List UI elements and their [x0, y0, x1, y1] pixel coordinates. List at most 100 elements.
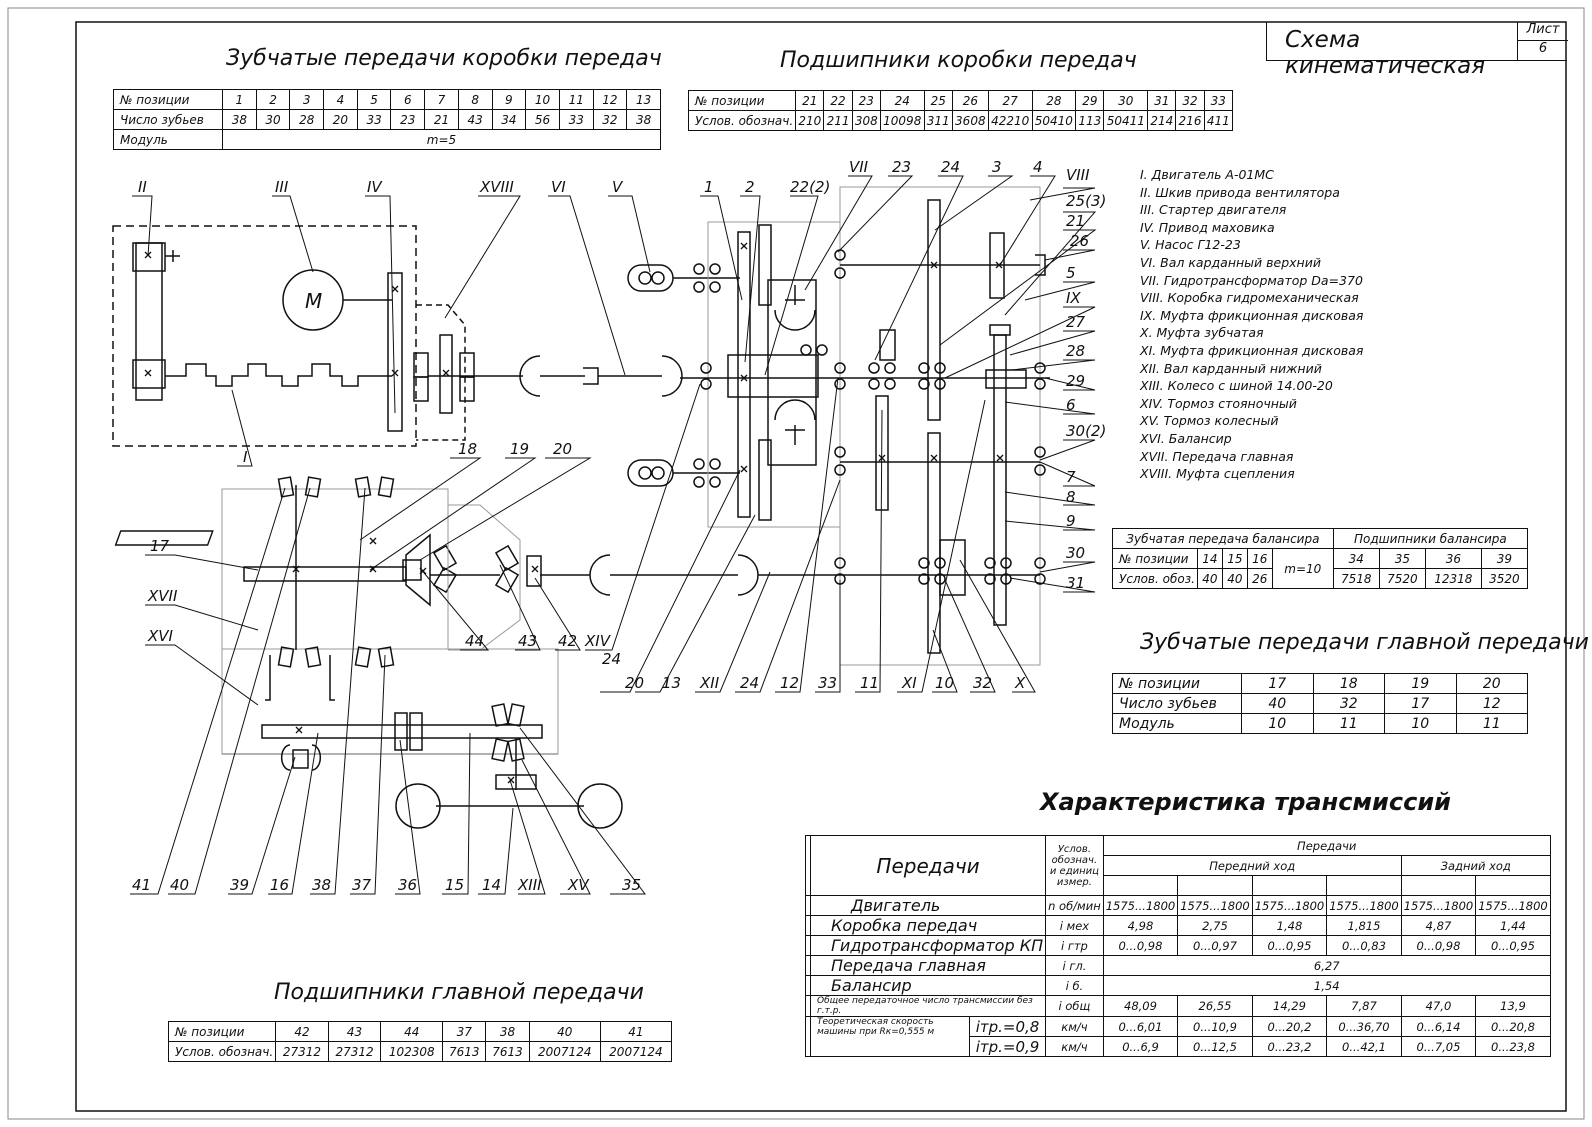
gears-main-table: № позиции 17 18 19 20 Число зубьев 40 32… [1112, 673, 1528, 734]
table-row: Число зубьев 40 32 17 12 [1112, 693, 1528, 714]
table-cell [1102, 875, 1179, 896]
callout-29: 29 [1066, 372, 1085, 390]
callout-VII: VII [849, 158, 869, 176]
table-cell: 40 [1196, 568, 1223, 589]
table-cell: 4,98 [1102, 915, 1179, 936]
table-cell: 2007124 [599, 1041, 673, 1062]
table-cell: 0...6,01 [1102, 1016, 1179, 1037]
callout-25: 25(3) [1066, 192, 1106, 210]
callout-44: 44 [465, 632, 484, 650]
table-cell: 6,27 [1102, 955, 1551, 976]
table-cell: iтр.=0,9 [968, 1036, 1047, 1057]
sheet-number: 6 [1518, 40, 1568, 57]
legend-item: XII. Вал карданный нижний [1140, 360, 1322, 376]
table-row: № позиции 14 15 16 m=10 34 35 36 39 [1112, 548, 1529, 589]
table-header: Зубчатая передача балансира [1112, 528, 1334, 549]
table-cell: 311 [923, 110, 953, 131]
row-label: Гидротрансформатор КП [809, 935, 1047, 956]
wheel-right [577, 783, 623, 829]
table-cell: 18 [1312, 673, 1385, 694]
table-row: Передача главная i гл. 6,27 [805, 955, 1551, 976]
table-row: Модуль m=5 [113, 129, 661, 150]
table-row: Передний ход Задний ход [806, 855, 1551, 876]
table-cell: 36 [1424, 548, 1482, 569]
table-cell: 26 [1246, 568, 1273, 589]
table-row: № позиции 21 22 23 24 25 26 27 28 29 30 … [687, 90, 1234, 111]
table-row: Зубчатая передача балансира Подшипники б… [1112, 528, 1529, 549]
callout-24: 24 [941, 158, 960, 176]
row-label: № позиции [687, 90, 797, 111]
table-header: Задний ход [1400, 855, 1551, 876]
table-cell: 10 [1241, 713, 1314, 734]
title-characteristics: Характеристика трансмиссий [1040, 788, 1451, 816]
legend-item: XVII. Передача главная [1140, 448, 1294, 464]
callout-14: 14 [482, 876, 501, 894]
row-label: Модуль [1112, 713, 1242, 734]
table-cell: 11 [1312, 713, 1385, 734]
title-bearings-main: Подшипники главной передачи [274, 980, 644, 1005]
table-cell: 31 [1147, 90, 1177, 111]
table-row: Теоретическая скорость машины при Rк=0,5… [805, 1016, 1551, 1057]
table-cell: 411 [1203, 110, 1234, 131]
row-label: Модуль [113, 129, 223, 150]
table-cell: 1,54 [1102, 975, 1551, 996]
parking-brake [526, 555, 542, 587]
table-cell: 0...23,2 [1251, 1036, 1328, 1057]
callout-19: 19 [510, 440, 529, 458]
bearings-main-table: № позиции 42 43 44 37 38 40 41 Услов. об… [167, 1021, 673, 1062]
table-cell: 43 [327, 1021, 382, 1042]
torque-converter [767, 279, 817, 466]
bearings-box-table: № позиции 21 22 23 24 25 26 27 28 29 30 … [687, 90, 1234, 131]
callout-III: III [275, 178, 289, 196]
row-label: Передача главная [809, 955, 1047, 976]
table-cell: 23 [390, 109, 426, 130]
table-cell: 7613 [485, 1041, 530, 1062]
callout-V: V [612, 178, 624, 196]
table-cell: 15 [1221, 548, 1248, 569]
title-bearings-box: Подшипники коробки передач [780, 48, 1137, 73]
callout-24b: 24 [602, 650, 621, 668]
callout-36: 36 [398, 876, 417, 894]
table-row: Балансир i б. 1,54 [805, 975, 1551, 996]
legend-item: XV. Тормоз колесный [1140, 413, 1279, 429]
legend-item: V. Насос Г12-23 [1140, 237, 1241, 253]
callout-13: 13 [662, 674, 681, 692]
table-row: № позиции 42 43 44 37 38 40 41 [167, 1021, 673, 1042]
table-cell: 44 [380, 1021, 444, 1042]
table-cell: 0...0,95 [1251, 935, 1328, 956]
table-cell: 14,29 [1251, 995, 1328, 1017]
callout-37: 37 [352, 876, 372, 894]
table-cell: 37 [442, 1021, 487, 1042]
row-label: Число зубьев [1112, 693, 1242, 714]
table-cell: 0...6,14 [1400, 1016, 1477, 1037]
callout-XV: XV [567, 876, 590, 894]
legend-item: X. Муфта зубчатая [1140, 325, 1264, 341]
table-cell: 0...23,8 [1475, 1036, 1551, 1057]
table-cell: 27312 [275, 1041, 329, 1062]
table-cell: 20 [1455, 673, 1528, 694]
table-cell: 13,9 [1475, 995, 1551, 1017]
table-cell: 0...0,83 [1326, 935, 1402, 956]
table-cell: 21 [795, 90, 825, 111]
table-cell: 0...6,9 [1102, 1036, 1179, 1057]
legend-item: III. Стартер двигателя [1140, 202, 1287, 218]
legend-item: VII. Гидротрансформатор Da=370 [1140, 272, 1363, 288]
row-label: Общее передаточное число трансмиссии без… [809, 995, 1047, 1017]
table-cell: 1 [222, 89, 257, 110]
table-cell: 0...36,70 [1326, 1016, 1402, 1037]
table-cell: 216 [1175, 110, 1205, 131]
table-cell: 33 [1203, 90, 1234, 111]
table-cell: 4 [323, 89, 358, 110]
component-legend: I. Двигатель А-01МС II. Шкив привода вен… [1140, 166, 1363, 483]
title-gears-box: Зубчатые передачи коробки передач [226, 46, 662, 71]
table-cell [1251, 875, 1328, 896]
table-row: Услов. обоз. 40 40 26 7518 7520 12318 35… [1112, 568, 1529, 589]
callout-II: II [138, 178, 147, 196]
characteristics-table: Передачи Услов. обознач. и единиц измер.… [805, 835, 1551, 1057]
table-cell: i общ [1045, 995, 1104, 1017]
table-cell: 40 [1221, 568, 1248, 589]
outer-frame [7, 7, 1585, 1120]
table-cell: 39 [1480, 548, 1529, 569]
table-cell: m=10 [1271, 548, 1334, 589]
